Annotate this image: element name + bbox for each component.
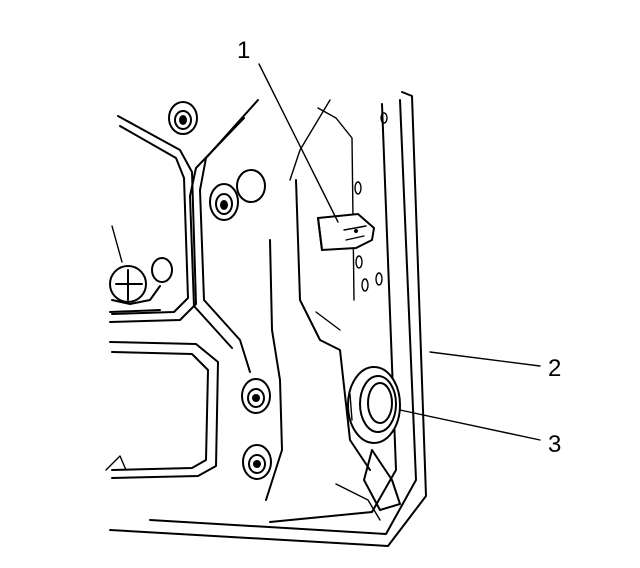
wiring-connector [105, 225, 173, 471]
callout-3: 3 [548, 431, 561, 458]
leader-line-2 [429, 351, 541, 367]
leader-line-3 [399, 409, 541, 441]
panel-grommet [347, 366, 401, 444]
callout-2: 2 [548, 355, 561, 382]
inner-panel-frame [109, 99, 371, 501]
fastener-holes [168, 101, 388, 480]
door-outer-edge [109, 91, 427, 547]
lower-corner-detail [335, 449, 401, 521]
door-lock-clip [316, 212, 376, 252]
leader-line-1 [258, 63, 339, 223]
callout-1: 1 [237, 37, 250, 64]
leader-lines [258, 63, 541, 441]
